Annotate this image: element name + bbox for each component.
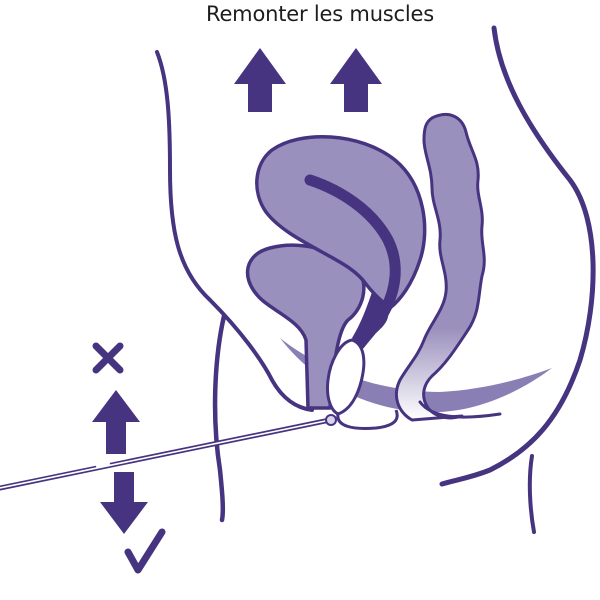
cross-icon bbox=[92, 342, 124, 374]
arrow-up-icon-wrong bbox=[92, 390, 140, 454]
body-outline-front bbox=[155, 50, 314, 523]
anal-line bbox=[418, 400, 502, 419]
rectum bbox=[395, 113, 486, 422]
lift-arrow-icon-right bbox=[330, 48, 382, 112]
diagram-title-text: Remonter les muscles bbox=[206, 2, 434, 26]
body-outline-back bbox=[439, 25, 596, 534]
arrow-down-icon-correct bbox=[100, 472, 148, 534]
lift-arrow-icon-left bbox=[234, 48, 286, 112]
cervix bbox=[352, 292, 389, 348]
probe-rod bbox=[0, 414, 337, 491]
perineum bbox=[336, 409, 399, 430]
check-icon bbox=[124, 528, 166, 574]
pelvic-floor-muscle bbox=[280, 338, 552, 413]
diagram-title: Remonter les muscles bbox=[0, 2, 600, 26]
